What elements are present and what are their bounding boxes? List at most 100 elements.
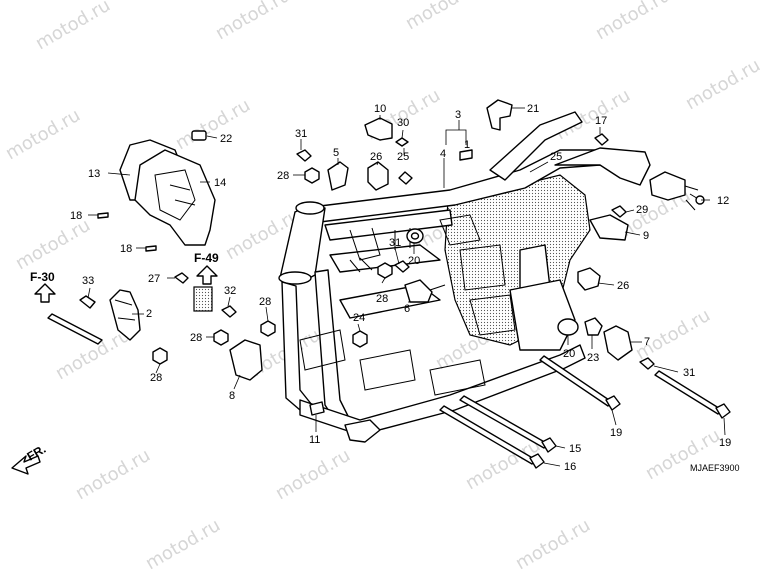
callout-28: 28: [277, 170, 289, 182]
bracket-8: [229, 339, 263, 381]
callout-4: 4: [440, 148, 446, 160]
nut-24: [352, 330, 368, 348]
bolt-31-mid: [394, 260, 410, 273]
callout-19: 19: [719, 437, 731, 449]
watermark-text: motod.ru: [552, 85, 634, 144]
callout-32: 32: [224, 285, 236, 297]
bolt-33: [79, 295, 96, 309]
bolt-30: [395, 137, 409, 147]
callout-33: 33: [82, 275, 94, 287]
left-bracket-group: [47, 289, 168, 365]
watermark-text: motod.ru: [142, 515, 224, 574]
watermark-text: motod.ru: [172, 95, 254, 154]
callout-13: 13: [88, 168, 100, 180]
holder-26-right: [577, 267, 601, 291]
ref-f49: F-49: [194, 251, 219, 265]
plate-6: [404, 279, 433, 303]
callout-28: 28: [259, 296, 271, 308]
callout-15: 15: [569, 443, 581, 455]
up-arrow-icon: [34, 283, 56, 303]
nut-28-bracket: [213, 329, 229, 346]
callout-6: 6: [404, 303, 410, 315]
front-arrow-icon: [11, 455, 41, 475]
watermark-text: motod.ru: [12, 215, 94, 274]
callout-31: 31: [295, 128, 307, 140]
rear-rail: [554, 147, 651, 186]
bracket-5: [327, 161, 349, 191]
bolt-31-top: [296, 149, 312, 162]
callout-3: 3: [455, 109, 461, 121]
bolt-29: [611, 205, 627, 218]
watermark-text: motod.ru: [32, 0, 114, 54]
callout-22: 22: [220, 133, 232, 145]
side-cover-assembly: [119, 139, 216, 246]
callout-27: 27: [148, 273, 160, 285]
callout-8: 8: [229, 390, 235, 402]
callout-18: 18: [120, 243, 132, 255]
bolt-19-right-head: [715, 403, 731, 419]
callout-20: 20: [563, 348, 575, 360]
swingarm-pivot-plate: [509, 279, 576, 351]
bolt-19-left-head: [605, 395, 621, 411]
clamp-23: [584, 317, 603, 336]
engine-hanger-bracket: [109, 289, 141, 341]
seat-rail: [489, 111, 583, 181]
steering-head-bottom: [278, 271, 312, 285]
callout-19: 19: [610, 427, 622, 439]
front-cross-member: [324, 209, 453, 241]
long-bolt-left: [47, 313, 103, 345]
ref-f30: F-30: [30, 270, 55, 284]
bolt-15: [459, 395, 549, 449]
f49-reference: [193, 265, 218, 312]
lower-cradle: [299, 344, 586, 436]
lower-cradle-inner: [344, 419, 381, 443]
bracket-9: [589, 214, 629, 241]
callout-26: 26: [617, 280, 629, 292]
front-direction-indicator: FR.: [11, 442, 48, 475]
bolt-19-left: [539, 355, 613, 407]
bracket-7: [603, 325, 633, 361]
callout-24: 24: [353, 312, 365, 324]
callout-31: 31: [389, 237, 401, 249]
callout-12: 12: [717, 195, 729, 207]
watermark-text: motod.ru: [2, 105, 84, 164]
watermark-text: motod.ru: [402, 0, 484, 34]
bolt-17: [594, 133, 609, 146]
cap-20: [557, 318, 579, 336]
watermark-text: motod.ru: [682, 55, 764, 114]
callout-21: 21: [527, 103, 539, 115]
callout-20: 20: [408, 255, 420, 267]
grommet-hole: [410, 232, 420, 240]
f30-reference: [34, 283, 56, 303]
callout-31: 31: [683, 367, 695, 379]
callout-10: 10: [374, 103, 386, 115]
band-21: [486, 99, 513, 131]
watermark-text: motod.ru: [512, 515, 594, 574]
callout-11: 11: [309, 434, 320, 446]
bolt-31-right: [639, 357, 655, 370]
callout-25: 25: [397, 151, 409, 163]
callout-1: 1: [464, 139, 470, 151]
callout-2: 2: [146, 308, 152, 320]
callout-26: 26: [370, 151, 382, 163]
bolt-27: [174, 272, 189, 284]
watermark-text: motod.ru: [632, 305, 714, 364]
clip-22: [191, 130, 207, 141]
callout-28: 28: [190, 332, 202, 344]
diagram-code: MJAEF3900: [690, 463, 740, 473]
steering-head-top: [295, 201, 325, 215]
nut-28-left: [152, 347, 168, 365]
callout-25: 25: [550, 151, 562, 163]
bolt-15-head: [541, 437, 557, 453]
nut-28-top: [304, 167, 320, 184]
up-arrow-icon: [196, 265, 218, 285]
callouts: 1 2 3 4 5 6 7 8 9 10 11 12 13 14 15 16 1…: [30, 103, 740, 473]
watermark-text: motod.ru: [212, 0, 294, 44]
callout-28: 28: [150, 372, 162, 384]
callout-7: 7: [644, 336, 650, 348]
rubber-mount-26: [367, 161, 389, 191]
watermark-text: motod.ru: [642, 425, 724, 484]
